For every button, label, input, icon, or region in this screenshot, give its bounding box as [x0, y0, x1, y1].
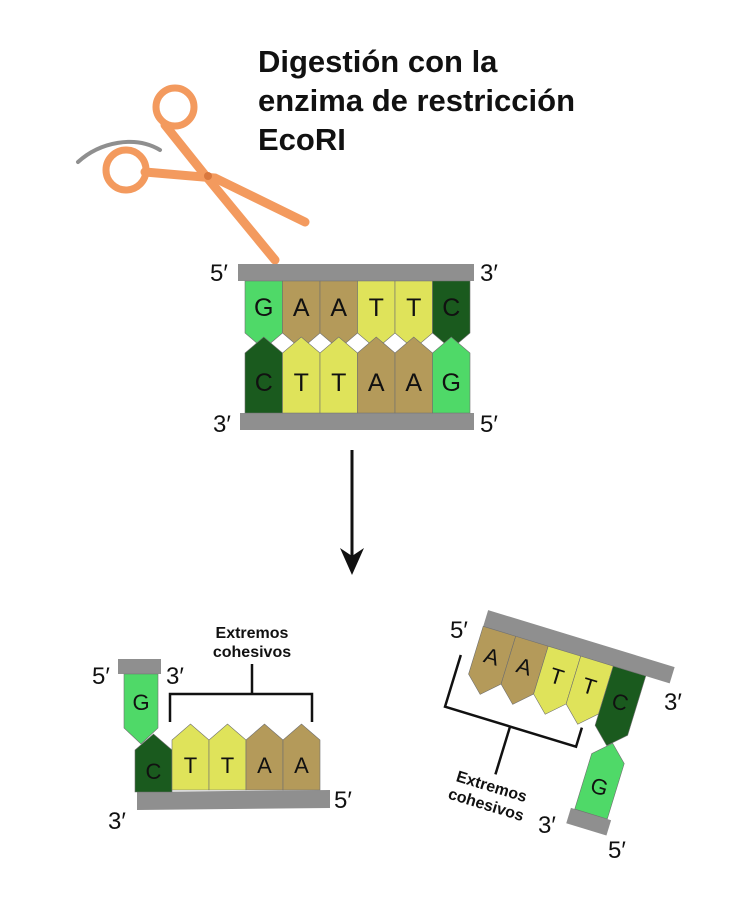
right-bottom-left-end: 3′: [538, 812, 556, 839]
left-bottom-base-5-label: A: [294, 753, 309, 778]
left-top-base-1-shape: [123, 673, 159, 745]
title: Digestión con la enzima de restricción E…: [258, 44, 575, 157]
right-top-base-3-shape: [533, 645, 582, 715]
right-top-right-end: 3′: [664, 689, 682, 716]
left-bracket-label-line-2: cohesivos: [213, 644, 291, 661]
left-bottom-base-4-shape: [245, 723, 284, 791]
title-line-3: EcoRI: [258, 122, 346, 157]
intact-bottom-base-6-label: G: [442, 369, 461, 397]
left-top-left-end: 5′: [92, 663, 110, 690]
right-top-base-5-label: C: [609, 688, 632, 717]
intact-bottom-base-3-label: T: [331, 369, 346, 397]
right-top-base-2-shape: [500, 635, 549, 705]
intact-bottom-left-end: 3′: [213, 411, 231, 438]
intact-top-base-1-shape: [244, 280, 283, 350]
intact-top-backbone: [238, 264, 474, 281]
scissors-blade-2: [140, 167, 310, 227]
right-top-base-1-shape: [468, 625, 517, 695]
arrow-head: [340, 548, 364, 575]
intact-bottom-base-4-label: A: [368, 369, 385, 397]
intact-bottom-base-2-shape: [282, 336, 321, 414]
left-bottom-base-4-label: A: [257, 753, 272, 778]
intact-top-right-end: 3′: [480, 260, 498, 287]
right-bottom-base-1-shape: [574, 742, 625, 820]
scissors-pivot: [204, 172, 212, 180]
intact-bottom-base-2-label: T: [294, 369, 309, 397]
left-bottom-base-2-shape: [171, 723, 210, 791]
intact-top-base-5-shape: [394, 280, 433, 350]
right-bottom-right-end: 5′: [608, 837, 626, 864]
scissors-thread: [76, 139, 162, 164]
intact-bottom-base-1-shape: [244, 336, 283, 414]
intact-top-base-3-shape: [319, 280, 358, 350]
intact-bottom-base-1-label: C: [255, 369, 273, 397]
right-sticky-bracket: [443, 654, 584, 749]
right-top-base-5-shape: [594, 665, 647, 747]
left-bottom-base-3-shape: [208, 723, 247, 791]
right-bracket-stem: [494, 726, 512, 775]
scissors-upper-ring: [152, 84, 198, 130]
intact-bottom-backbone: [240, 413, 474, 430]
right-bottom-backbone: [566, 807, 612, 836]
intact-top-base-1-label: G: [254, 294, 273, 322]
intact-top-base-4-label: T: [369, 294, 384, 322]
left-top-right-end: 3′: [166, 663, 184, 690]
intact-top-base-2-label: A: [293, 294, 310, 322]
right-top-backbone: [483, 610, 675, 684]
intact-top-base-6-shape: [432, 280, 471, 350]
left-top-base-1-label: G: [132, 690, 149, 715]
intact-top-left-end: 5′: [210, 260, 228, 287]
intact-bottom-base-6-shape: [432, 336, 471, 414]
title-line-1: Digestión con la: [258, 44, 498, 79]
left-bottom-base-3-label: T: [221, 753, 234, 778]
left-top-backbone: [118, 659, 161, 674]
left-bottom-base-2-label: T: [184, 753, 197, 778]
intact-bottom-base-5-label: A: [405, 369, 422, 397]
intact-top-base-6-label: C: [442, 294, 460, 322]
intact-top-base-4-shape: [357, 280, 396, 350]
intact-top-base-2-shape: [282, 280, 321, 350]
intact-top-base-5-label: T: [406, 294, 421, 322]
title-line-2: enzima de restricción: [258, 83, 575, 118]
intact-bottom-right-end: 5′: [480, 411, 498, 438]
intact-bottom-base-5-shape: [394, 336, 433, 414]
left-bottom-right-end: 5′: [334, 787, 352, 814]
scissors-icon: [76, 84, 310, 265]
left-sticky-bracket: [168, 692, 314, 722]
intact-bottom-base-3-shape: [319, 336, 358, 414]
intact-top-base-3-label: A: [330, 294, 347, 322]
right-top-left-end: 5′: [450, 617, 468, 644]
arrow-down-icon: [340, 450, 364, 575]
intact-bottom-base-4-shape: [357, 336, 396, 414]
left-bottom-base-1-shape: [134, 733, 173, 793]
left-bottom-base-1-label: C: [146, 759, 162, 784]
right-bottom-base-1-label: G: [587, 772, 611, 801]
left-bottom-backbone: [137, 790, 330, 810]
right-top-base-4-shape: [565, 655, 614, 725]
left-bottom-base-5-shape: [282, 723, 321, 791]
scissors-lower-ring: [102, 146, 150, 194]
left-bracket-label-line-1: Extremos: [216, 625, 289, 642]
left-bottom-left-end: 3′: [108, 808, 126, 835]
